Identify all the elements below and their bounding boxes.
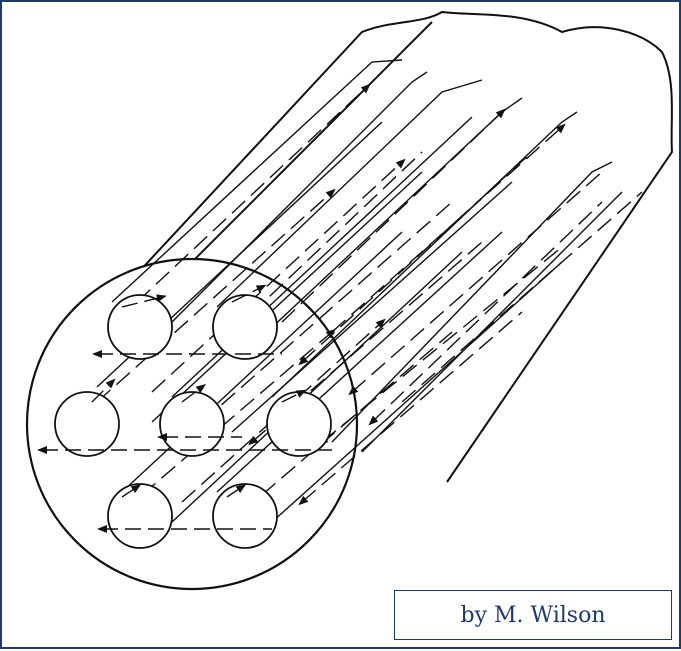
fiber-end [266,391,332,457]
fiber-end [159,391,225,457]
front-face-rays [37,284,332,533]
credit-text: by M. Wilson [460,602,606,628]
fiber-end [212,294,278,360]
fiber-end [107,483,173,549]
cable-outline [121,10,674,483]
fiber-end [212,483,278,549]
credit-box: by M. Wilson [394,590,672,640]
fiber-ends [54,294,332,549]
fiber-end [107,294,173,360]
fiber-end [54,391,120,457]
